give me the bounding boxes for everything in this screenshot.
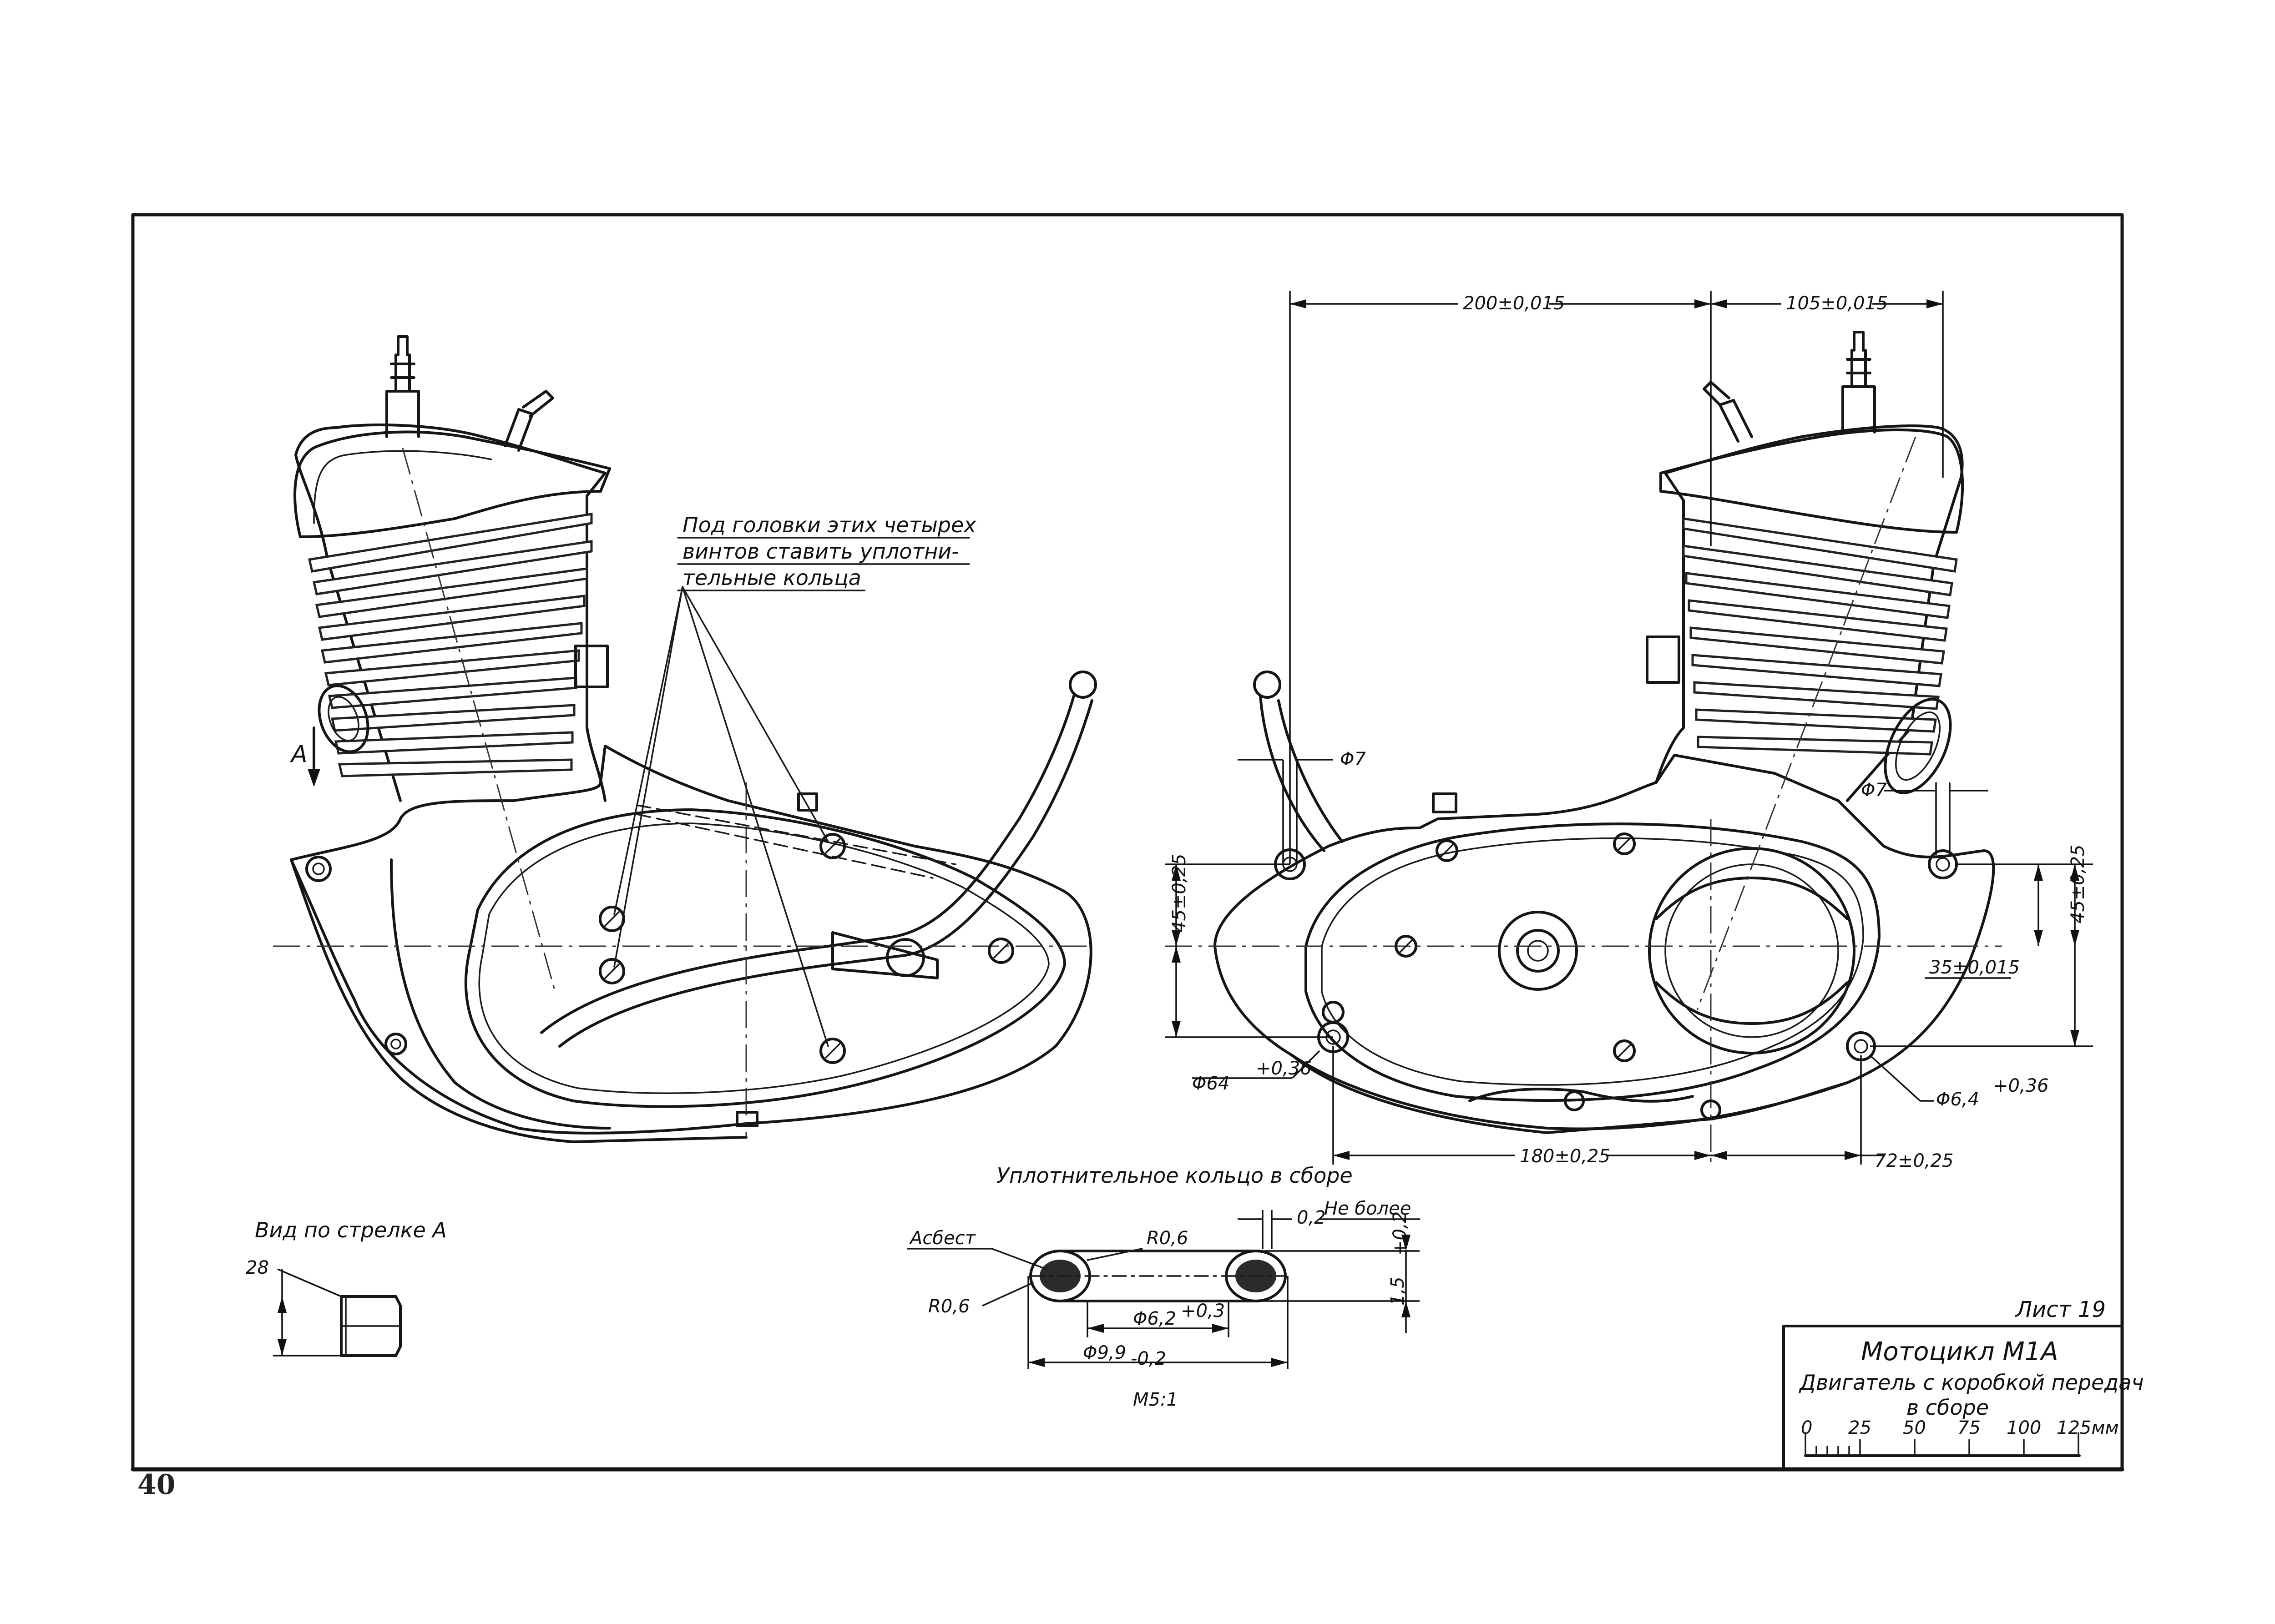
- scale-tick-50: 50: [1903, 1417, 1926, 1438]
- title-block: Лист 19 Мотоцикл М1А Двигатель с коробко…: [1782, 1297, 2144, 1471]
- view-arrow-a: А: [290, 726, 320, 787]
- engine-left-view: [273, 335, 1097, 1143]
- scale-tick-25: 25: [1848, 1417, 1871, 1438]
- right-crankcase-outline: [1213, 754, 1995, 1130]
- dim-45-left: 45±0,25: [1169, 854, 1190, 933]
- svg-text:А: А: [290, 741, 308, 768]
- label-r06-top: R0,6: [1147, 1228, 1188, 1249]
- label-d-outer-tol: -0,2: [1131, 1348, 1166, 1369]
- dim-180: 180±0,25: [1520, 1146, 1610, 1167]
- page-number: 40: [137, 1469, 176, 1501]
- left-spark-plug: [504, 390, 554, 452]
- left-cylinder-fins: [308, 513, 593, 777]
- left-decompressor: [385, 335, 420, 438]
- dim-phi7-left: Φ7: [1340, 749, 1366, 770]
- right-crank-boss: [1498, 911, 1578, 991]
- detail-a-dim: 28: [246, 1257, 269, 1278]
- svg-text:Уплотнительное кольцо в сборе: Уплотнительное кольцо в сборе: [996, 1163, 1353, 1188]
- title-line-2: Двигатель с коробкой передач: [1799, 1370, 2144, 1395]
- label-gap: 0,2: [1297, 1207, 1326, 1228]
- detail-view-a: Вид по стрелке А 28: [246, 1218, 447, 1357]
- label-d-outer: Φ9,9: [1083, 1342, 1126, 1363]
- dim-72: 72±0,25: [1875, 1150, 1953, 1171]
- dim-phi64-right-tol: +0,36: [1993, 1075, 2049, 1096]
- drawing-frame: [131, 213, 2124, 1472]
- seal-ring-detail: Уплотнительное кольцо в сборе Асбест R0,…: [907, 1163, 1421, 1410]
- svg-text:Под головки этих четырех: Под головки этих четырех: [682, 513, 976, 537]
- scale-bar: 0 25 50 75 100 125мм: [1801, 1417, 2119, 1457]
- scale-tick-125: 125мм: [2057, 1417, 2119, 1438]
- right-view-dimensions: 200±0,015 105±0,015 Φ7 Φ7 45±0,25 45±0,2…: [1165, 290, 2093, 1171]
- label-height: 1,5: [1387, 1276, 1408, 1306]
- left-screws: [305, 792, 1014, 1127]
- right-cylinder-head: [1659, 429, 1964, 534]
- left-cover-oval: [464, 808, 1066, 1108]
- left-kick-lever: [540, 695, 1075, 1034]
- label-scale: М5:1: [1133, 1389, 1178, 1410]
- label-height-tol: +0,2: [1390, 1211, 1410, 1256]
- title-line-1: Мотоцикл М1А: [1861, 1337, 2058, 1367]
- dim-phi64-right: Φ6,4: [1936, 1089, 1979, 1110]
- right-cylinder-fins: [1682, 517, 1958, 756]
- label-asbestos: Асбест: [909, 1228, 976, 1249]
- dim-105: 105±0,015: [1786, 293, 1888, 314]
- right-cover-oval: [1304, 822, 1881, 1102]
- label-d-inner-tol: +0,3: [1181, 1301, 1225, 1321]
- right-decompressor: [1841, 331, 1876, 434]
- engine-right-view: [1165, 331, 2002, 1165]
- right-kick-lever: [1259, 695, 1344, 852]
- dim-phi64-left-tol: +0,36: [1256, 1058, 1312, 1079]
- dim-45-right: 45±0,25: [2068, 845, 2088, 923]
- dim-phi7-right: Φ7: [1861, 780, 1887, 801]
- scale-tick-75: 75: [1957, 1417, 1981, 1438]
- sealing-ring-note: Под головки этих четырех винтов ставить …: [613, 513, 976, 1047]
- left-cylinder-head: [293, 430, 611, 538]
- dim-35: 35±0,015: [1929, 957, 2020, 978]
- label-gap-note: Не более: [1324, 1198, 1411, 1219]
- left-crankcase-outline: [290, 745, 1092, 1135]
- svg-text:винтов ставить уплотни-: винтов ставить уплотни-: [682, 539, 959, 564]
- note-leader-lines: [613, 586, 829, 1047]
- right-clutch-window: [1648, 847, 1855, 1054]
- scale-tick-0: 0: [1801, 1417, 1812, 1438]
- right-cylinder-outline: [1655, 424, 1964, 802]
- label-r06-left: R0,6: [928, 1296, 970, 1317]
- title-line-3: в сборе: [1906, 1395, 1989, 1420]
- left-lever-knob: [1069, 671, 1097, 699]
- dim-phi64-left: Φ64: [1192, 1073, 1229, 1094]
- svg-text:тельные кольца: тельные кольца: [682, 565, 861, 590]
- svg-text:Вид по стрелке А: Вид по стрелке А: [255, 1218, 447, 1242]
- dim-200: 200±0,015: [1463, 293, 1565, 314]
- right-screws: [1274, 792, 1958, 1120]
- sheet-label: Лист 19: [2015, 1297, 2106, 1322]
- scale-tick-100: 100: [2007, 1417, 2041, 1438]
- label-d-inner: Φ6,2: [1133, 1308, 1176, 1329]
